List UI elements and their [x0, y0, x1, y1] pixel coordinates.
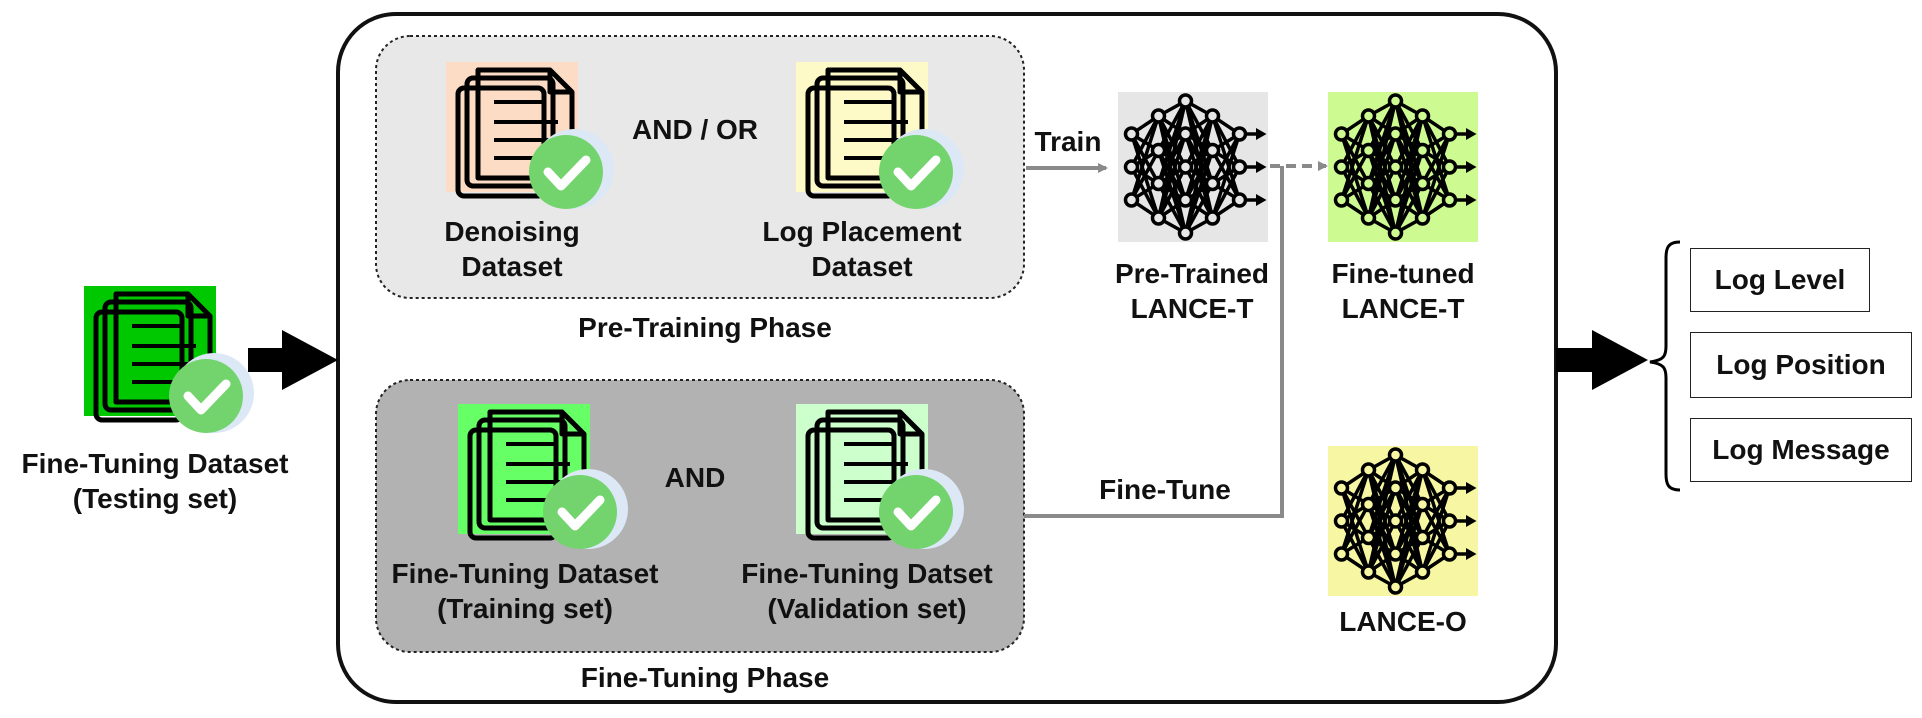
output-log-position: Log Position — [1690, 332, 1912, 398]
finetuning-connector: AND — [664, 462, 726, 493]
finetuned-model-label: Fine-tuned LANCE-T — [1331, 258, 1475, 324]
log-placement-dataset-label: Log Placement Dataset — [762, 216, 962, 282]
pretrained-network-icon — [1118, 92, 1268, 242]
training-dataset-icon — [458, 404, 628, 549]
finetune-arrow — [1024, 166, 1284, 518]
log-placement-dataset-icon — [796, 62, 964, 209]
lance-o-model-label: LANCE-O — [1339, 606, 1467, 637]
denoising-dataset-label: Denoising Dataset — [444, 216, 580, 282]
testing-dataset-icon — [84, 286, 254, 433]
output-bracket — [1649, 240, 1681, 492]
validation-dataset-label: Fine-Tuning Datset (Validation set) — [741, 558, 993, 624]
finetune-label: Fine-Tune — [1099, 474, 1231, 505]
finetuning-phase-title: Fine-Tuning Phase — [580, 662, 830, 693]
train-label: Train — [1034, 126, 1102, 157]
denoising-dataset-icon — [446, 62, 614, 209]
lance-o-network-icon — [1328, 446, 1478, 596]
input-arrow — [248, 330, 338, 390]
testing-dataset-label: Fine-Tuning Dataset (Testing set) — [21, 448, 289, 514]
pretraining-phase-title: Pre-Training Phase — [578, 312, 832, 343]
training-dataset-label: Fine-Tuning Dataset (Training set) — [391, 558, 659, 624]
pretrained-model-label: Pre-Trained LANCE-T — [1114, 258, 1270, 324]
output-arrow — [1556, 330, 1648, 390]
output-log-level: Log Level — [1690, 248, 1870, 312]
validation-dataset-icon — [796, 404, 964, 549]
pretraining-connector: AND / OR — [632, 114, 758, 145]
output-log-message: Log Message — [1690, 418, 1912, 482]
finetuned-network-icon — [1328, 92, 1478, 242]
